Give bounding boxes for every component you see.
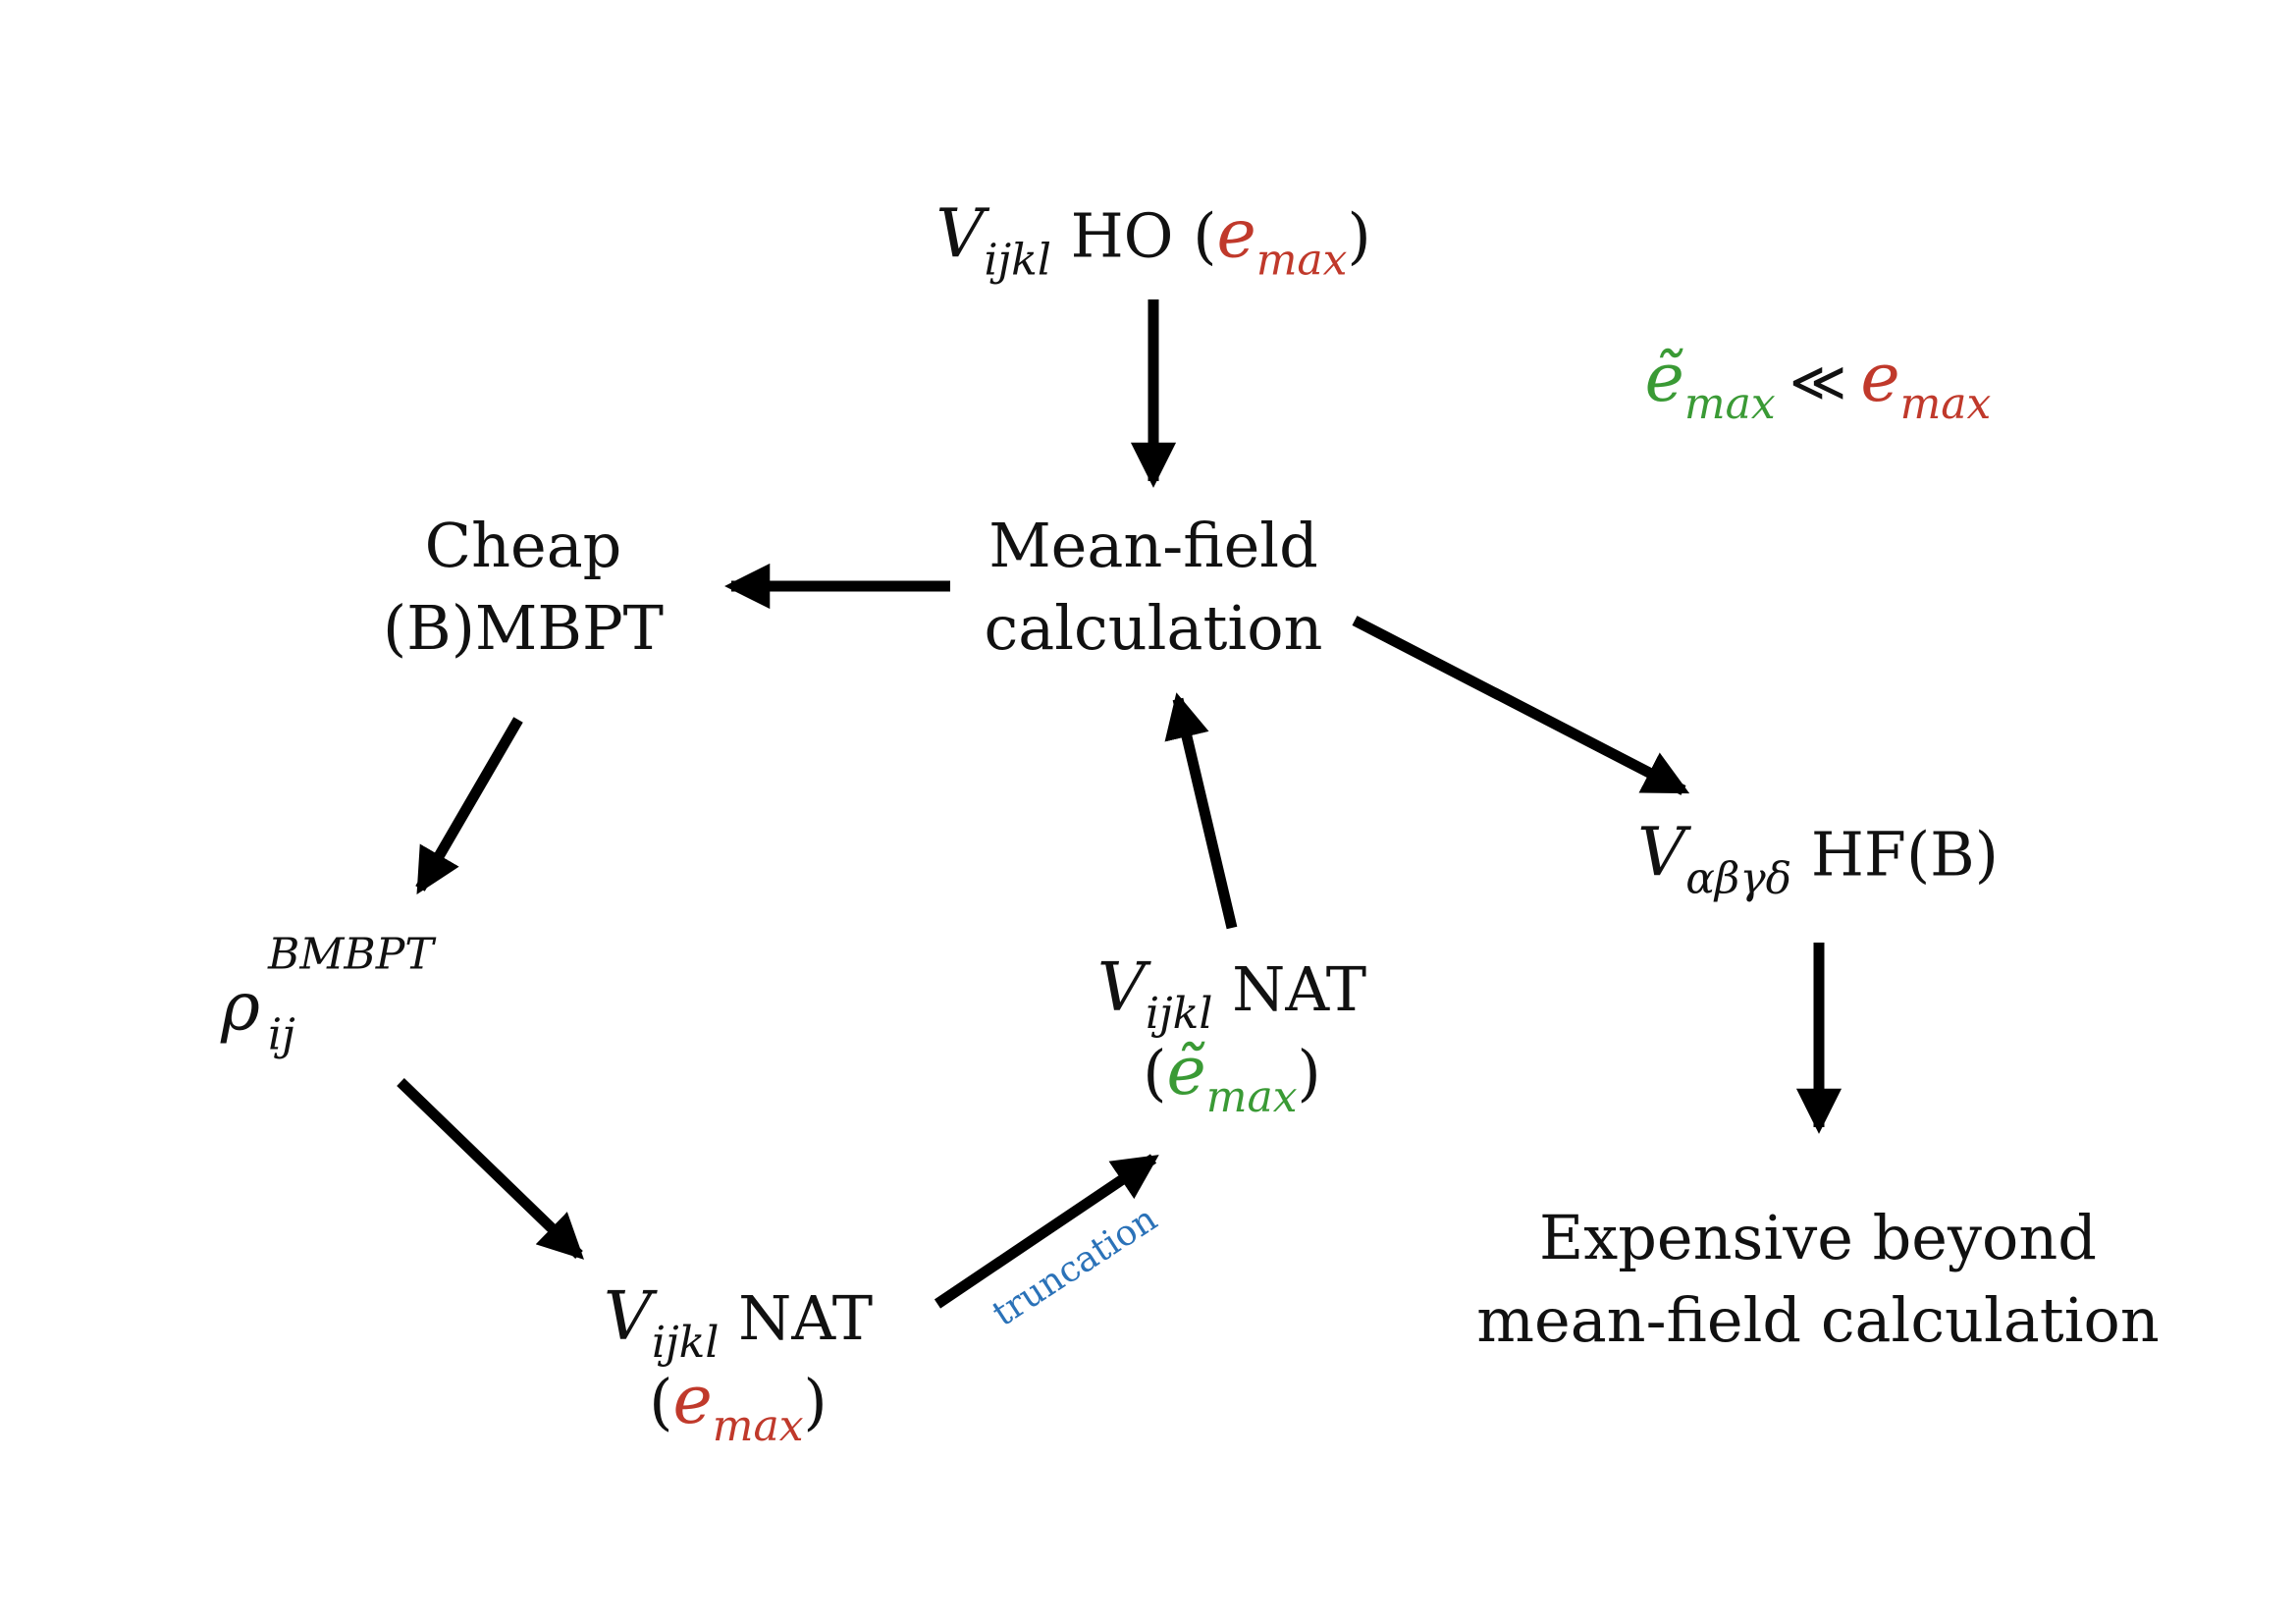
node-nat-truncated: Vijkl NAT (ẽmax) [1096, 947, 1367, 1119]
paren-open: ( [1193, 199, 1217, 272]
arrow-meanfield-to-hf [1352, 616, 1690, 795]
nat-full-line1: Vijkl NAT [603, 1276, 874, 1365]
symbol-v: V [603, 1278, 652, 1356]
cheap-line1: Cheap [424, 510, 622, 581]
symbol-e-tilde: ẽ [1644, 340, 1684, 417]
arrow-rho-to-nat-full [397, 1078, 584, 1260]
subscript-ij: ij [268, 1009, 295, 1060]
label-ho: HO [1070, 199, 1174, 272]
symbol-v: V [1096, 949, 1146, 1027]
subscript-max: max [1899, 379, 1992, 429]
nat-full-line2: (emax) [604, 1360, 873, 1448]
arrow-cheap-to-rho [415, 717, 523, 894]
subscript-abgd: αβγδ [1685, 853, 1792, 904]
arrow-nat-truncated-to-meanfield [1164, 692, 1238, 930]
symbol-e: e [1860, 340, 1900, 417]
node-cheap-mbpt: Cheap (B)MBPT [383, 505, 664, 670]
label-hf: HF(B) [1810, 818, 1999, 891]
legend-emax-relation: ẽmax≪emax [1644, 338, 1992, 426]
symbol-rho: ρ [221, 968, 260, 1047]
subscript-ijkl: ijkl [1145, 989, 1213, 1039]
symbol-e: e [1216, 195, 1256, 274]
expensive-line2: mean-field calculation [1476, 1284, 2160, 1356]
subscript-ijkl: ijkl [651, 1318, 720, 1368]
subscript-max: max [1255, 235, 1348, 286]
much-less-sign: ≪ [1789, 351, 1847, 414]
subscript-max: max [1205, 1072, 1298, 1122]
node-expensive: Expensive beyond mean-field calculation [1476, 1197, 2160, 1362]
label-nat: NAT [1232, 953, 1367, 1025]
paren-open: ( [649, 1366, 673, 1437]
rho-group: ρ BMBPT ij [221, 933, 447, 1056]
node-nat-full: Vijkl NAT (emax) [603, 1276, 874, 1448]
subscript-max: max [1683, 379, 1776, 429]
meanfield-line1: Mean-field [988, 510, 1318, 581]
symbol-v: V [1637, 814, 1686, 893]
superscript-bmbpt: BMBPT [268, 929, 434, 980]
node-meanfield: Mean-field calculation [985, 505, 1323, 670]
node-hf-interaction: Vαβγδ HF(B) [1637, 813, 1999, 901]
paren-close: ) [1297, 1037, 1321, 1109]
symbol-v: V [935, 195, 985, 274]
label-nat: NAT [738, 1282, 874, 1354]
cheap-line2: (B)MBPT [382, 592, 665, 664]
paren-close: ) [803, 1366, 828, 1437]
paren-open: ( [1143, 1037, 1167, 1109]
subscript-ijkl: ijkl [984, 235, 1051, 286]
nat-truncated-line2: (ẽmax) [1097, 1031, 1366, 1119]
node-ho-interaction: Vijkl HO (emax) [935, 194, 1371, 283]
arrow-truncation [934, 1154, 1159, 1309]
expensive-line1: Expensive beyond [1539, 1202, 2097, 1273]
meanfield-line2: calculation [984, 592, 1323, 664]
subscript-max: max [712, 1401, 804, 1451]
paren-close: ) [1347, 199, 1371, 272]
nat-truncated-line1: Vijkl NAT [1096, 947, 1367, 1036]
node-density-matrix: ρ BMBPT ij [221, 933, 447, 1056]
symbol-e-tilde: ẽ [1166, 1033, 1206, 1110]
symbol-e: e [672, 1362, 713, 1439]
